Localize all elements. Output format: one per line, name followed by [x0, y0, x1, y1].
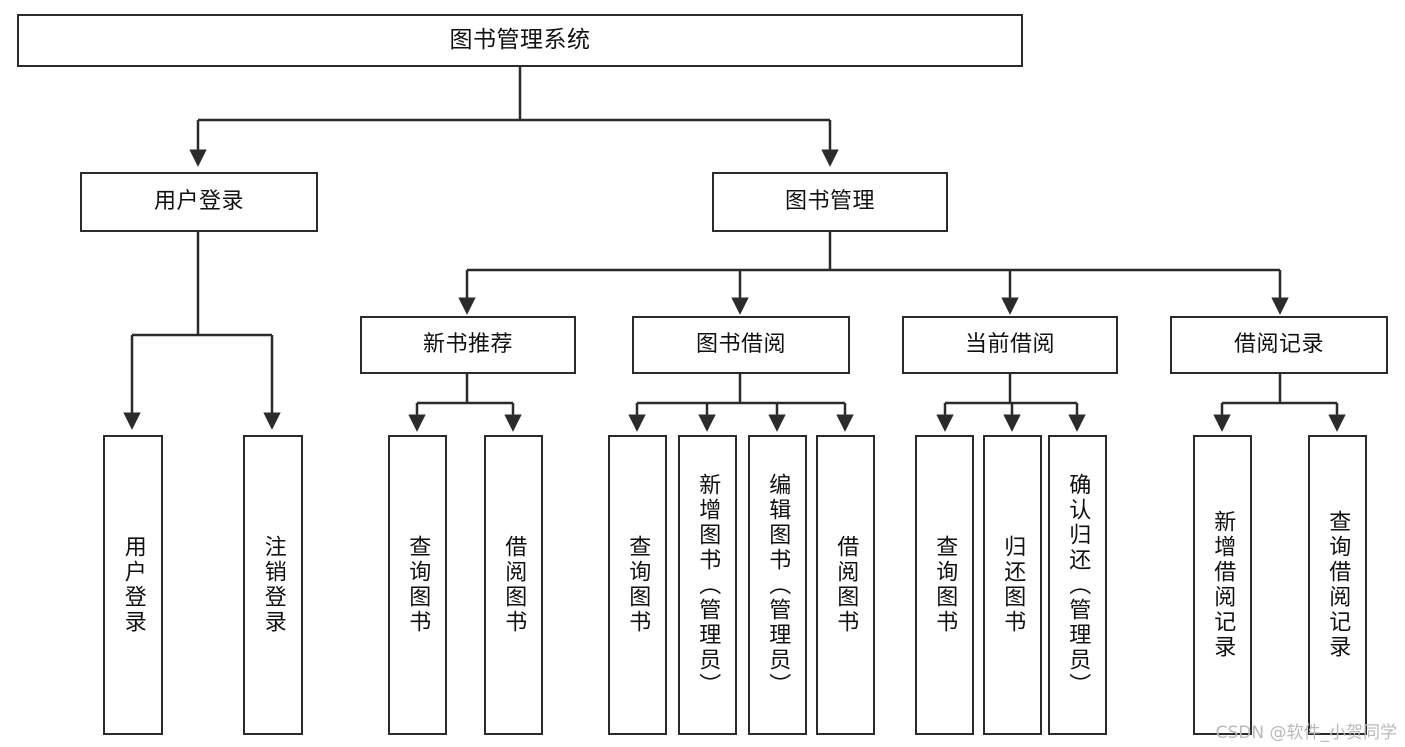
node-book-manage[interactable]: 图书管理 [712, 172, 948, 232]
node-leaf-user-login-label: 用户登录 [120, 535, 146, 635]
node-leaf-query-record[interactable]: 查询借阅记录 [1308, 435, 1367, 735]
node-leaf-borrow-book-1[interactable]: 借阅图书 [484, 435, 543, 735]
node-leaf-borrow-book-1-label: 借阅图书 [501, 535, 527, 635]
node-leaf-user-login[interactable]: 用户登录 [103, 435, 163, 735]
node-leaf-user-logout[interactable]: 注销登录 [243, 435, 303, 735]
node-new-book-rec[interactable]: 新书推荐 [360, 316, 576, 374]
node-root-system-label: 图书管理系统 [449, 26, 591, 53]
node-current-borrow[interactable]: 当前借阅 [902, 316, 1118, 374]
node-leaf-add-record[interactable]: 新增借阅记录 [1193, 435, 1252, 735]
node-book-borrow[interactable]: 图书借阅 [632, 316, 850, 374]
node-leaf-borrow-book-2[interactable]: 借阅图书 [816, 435, 875, 735]
node-leaf-add-record-label: 新增借阅记录 [1210, 510, 1236, 660]
node-leaf-query-book-2[interactable]: 查询图书 [608, 435, 667, 735]
node-book-manage-label: 图书管理 [784, 188, 875, 214]
node-leaf-query-book-3-label: 查询图书 [932, 535, 958, 635]
node-leaf-return-book-label: 归还图书 [1000, 535, 1026, 635]
node-leaf-edit-book-label: 编辑图书（管理员） [765, 472, 791, 698]
node-root-system[interactable]: 图书管理系统 [17, 14, 1023, 67]
node-user-login[interactable]: 用户登录 [80, 172, 318, 232]
node-leaf-confirm-return-label: 确认归还（管理员） [1065, 472, 1091, 698]
node-leaf-query-book-2-label: 查询图书 [625, 535, 651, 635]
node-new-book-rec-label: 新书推荐 [422, 331, 513, 357]
node-leaf-query-book-1[interactable]: 查询图书 [388, 435, 447, 735]
node-leaf-edit-book[interactable]: 编辑图书（管理员） [748, 435, 807, 735]
node-leaf-return-book[interactable]: 归还图书 [983, 435, 1042, 735]
node-leaf-query-record-label: 查询借阅记录 [1325, 510, 1351, 660]
node-leaf-add-book[interactable]: 新增图书（管理员） [678, 435, 737, 735]
node-leaf-user-logout-label: 注销登录 [260, 535, 286, 635]
node-leaf-query-book-1-label: 查询图书 [405, 535, 431, 635]
node-leaf-confirm-return[interactable]: 确认归还（管理员） [1048, 435, 1107, 735]
node-user-login-label: 用户登录 [153, 188, 244, 214]
node-book-borrow-label: 图书借阅 [695, 331, 786, 357]
node-leaf-borrow-book-2-label: 借阅图书 [833, 535, 859, 635]
node-leaf-query-book-3[interactable]: 查询图书 [915, 435, 974, 735]
node-leaf-add-book-label: 新增图书（管理员） [695, 472, 721, 698]
node-current-borrow-label: 当前借阅 [964, 331, 1055, 357]
node-borrow-record-label: 借阅记录 [1233, 331, 1324, 357]
node-borrow-record[interactable]: 借阅记录 [1170, 316, 1388, 374]
